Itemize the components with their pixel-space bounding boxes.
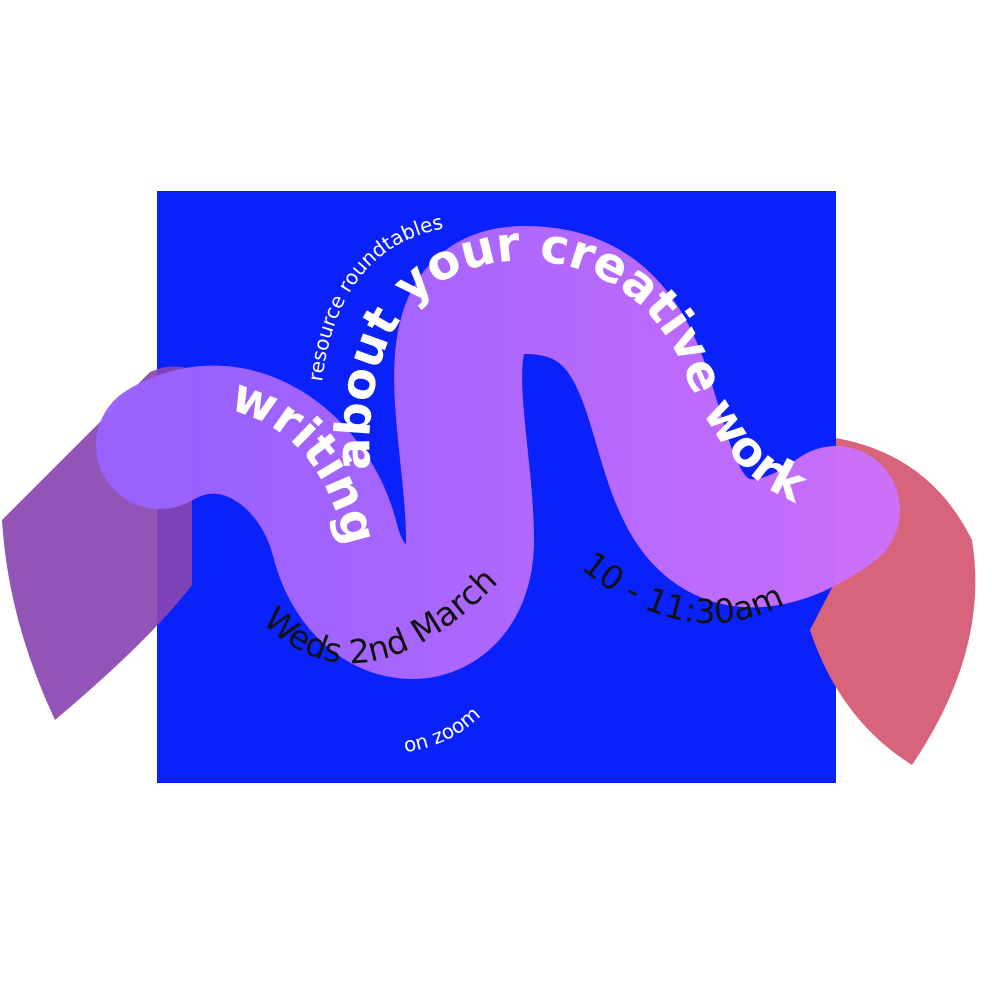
- wavy-ribbon: [96, 226, 900, 679]
